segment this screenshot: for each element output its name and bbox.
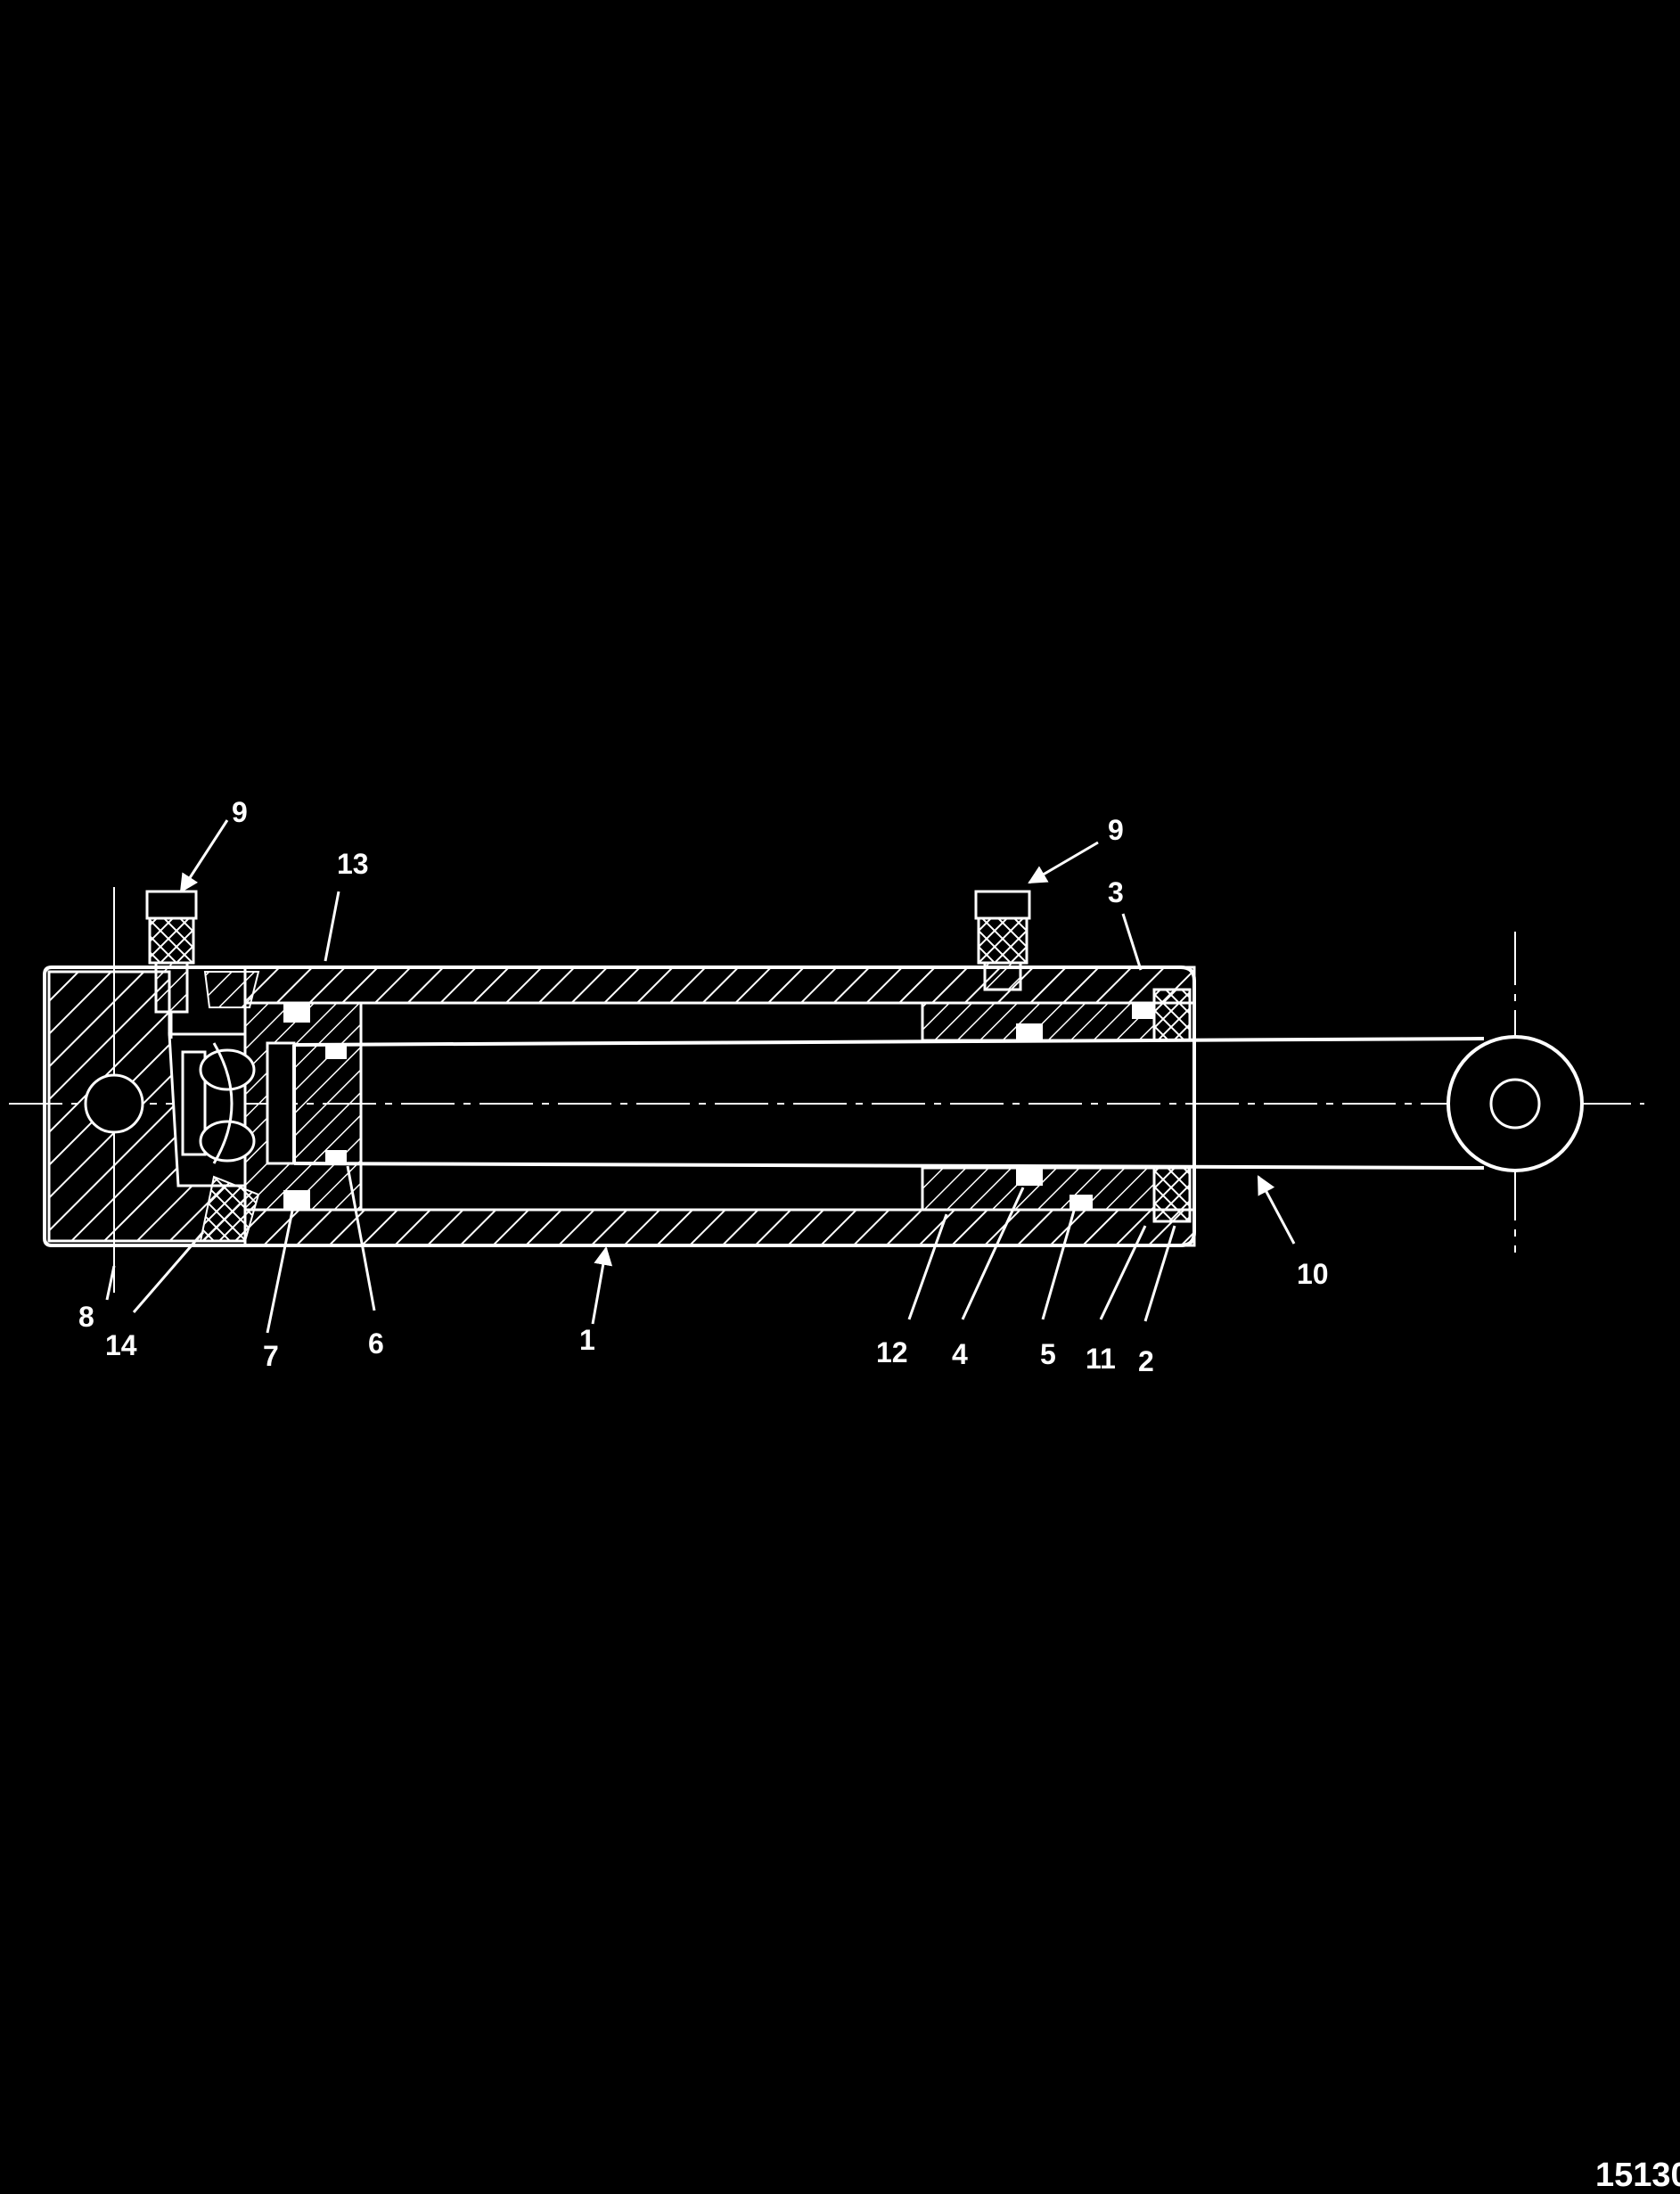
callout-13: 13 [337,848,369,880]
end-cap [47,970,260,1243]
callout-14: 14 [105,1329,137,1361]
leader-8 [105,1265,116,1301]
callout-10: 10 [1297,1258,1329,1290]
callout-7: 7 [263,1340,279,1372]
bleed-fitting-left [145,890,198,1039]
rod-gland [921,988,1192,1223]
callout-1: 1 [579,1324,595,1356]
piston [243,1001,363,1212]
bleed-fitting-right [974,890,1031,991]
leader-lines [105,819,1296,1334]
callout-2: 2 [1138,1345,1154,1377]
leader-9-left [179,819,229,893]
callout-8: 8 [78,1301,94,1333]
leader-7 [266,1210,294,1334]
cylinder-barrel [43,966,1196,1247]
leader-1 [591,1245,613,1325]
leader-3 [1121,913,1143,971]
leader-5 [1041,1210,1076,1320]
callout-5: 5 [1040,1338,1056,1370]
callout-6: 6 [368,1327,384,1360]
leader-9-right [1028,841,1099,884]
leader-11 [1099,1225,1147,1320]
leader-10 [1257,1175,1296,1245]
leader-4 [961,1187,1025,1320]
callout-11: 11 [1086,1343,1116,1375]
callout-labels: 9 13 9 3 10 8 14 7 6 1 12 4 5 11 2 [78,796,1329,1377]
callout-9-right: 9 [1108,814,1124,846]
leader-13 [324,891,340,962]
leader-12 [907,1213,948,1320]
callout-9-left: 9 [232,796,248,828]
callout-12: 12 [876,1336,908,1368]
callout-3: 3 [1108,876,1124,908]
figure-number: 15130 [1595,2157,1680,2194]
leader-14 [132,1231,205,1313]
leader-2 [1143,1225,1176,1322]
piston-rod [292,1035,1584,1172]
callout-4: 4 [952,1338,968,1370]
leader-6 [346,1165,376,1311]
piston-nut [181,1041,296,1165]
